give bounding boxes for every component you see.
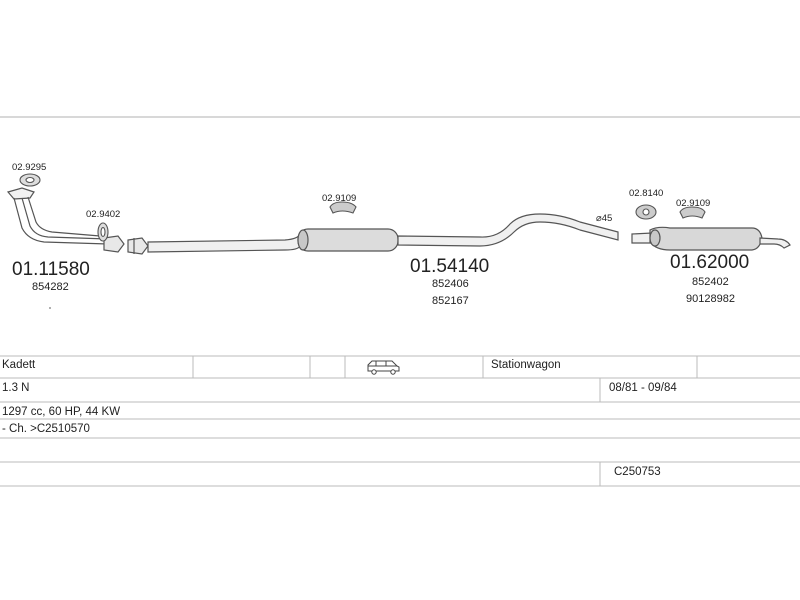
ref-number-middle-section-2: 852167 [432,295,469,307]
vehicle-body-type: Stationwagon [491,359,561,371]
ref-number-rear-silencer-2: 90128982 [686,293,735,305]
vehicle-specs: 1297 cc, 60 HP, 44 KW [2,406,121,418]
station-wagon-car-icon [367,360,400,375]
middle-pipe-drawing [147,213,619,253]
gasket-icon [97,222,109,242]
vehicle-chassis: - Ch. >C2510570 [2,423,90,435]
vehicle-info-table-grid [0,355,800,487]
hanger-icon [329,201,357,214]
part-number-hanger-rear[interactable]: 02.9109 [676,198,710,209]
rubber-mount-icon [635,204,657,220]
hanger-icon [679,206,706,219]
part-number-hanger-mid[interactable]: 02.9109 [322,193,356,204]
rear-silencer-drawing [631,226,791,251]
stray-mark [49,307,51,309]
vehicle-production-years: 08/81 - 09/84 [609,382,677,394]
ref-number-front-pipe: 854282 [32,281,69,293]
vehicle-model: Kadett [2,359,36,371]
catalog-code[interactable]: C250753 [614,466,661,478]
part-number-rear-silencer[interactable]: 01.62000 [670,252,749,273]
vehicle-engine: 1.3 N [2,382,30,394]
part-number-front-pipe[interactable]: 01.11580 [12,259,90,280]
pipe-diameter-label: ⌀45 [596,213,612,224]
part-number-middle-section[interactable]: 01.54140 [410,256,489,277]
part-number-clamp[interactable]: 02.9295 [12,162,46,173]
ref-number-rear-silencer-1: 852402 [692,276,729,288]
clamp-icon [19,173,41,187]
part-number-rubber-mount[interactable]: 02.8140 [629,188,663,199]
front-pipe-drawing [6,187,149,255]
part-number-gasket[interactable]: 02.9402 [86,209,120,220]
ref-number-middle-section-1: 852406 [432,278,469,290]
